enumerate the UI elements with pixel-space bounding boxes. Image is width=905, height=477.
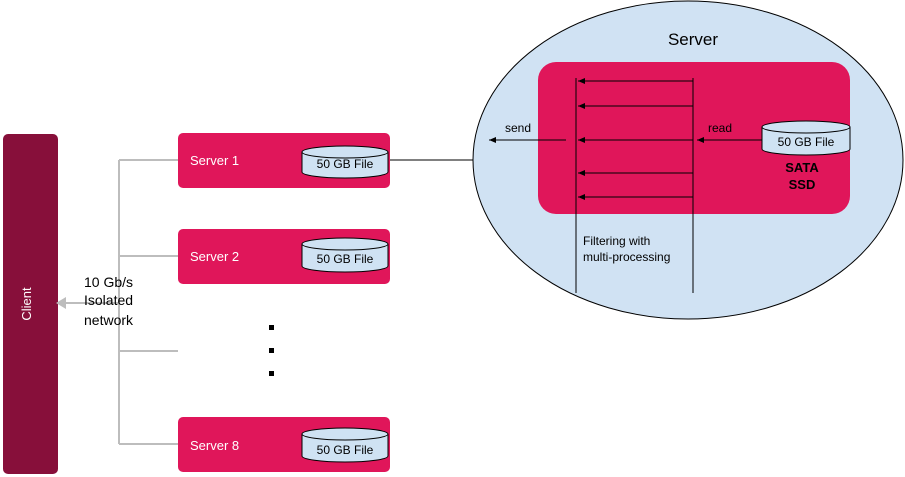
- client-label: Client: [19, 287, 34, 321]
- read-label: read: [708, 121, 732, 135]
- server-internals-box: [538, 62, 850, 214]
- server-node: Server 2 50 GB File: [178, 229, 390, 284]
- network-bus: [64, 159, 178, 445]
- client-box: [3, 134, 58, 474]
- network-label-line3: network: [84, 312, 134, 328]
- network-label-line1: 10 Gb/s: [84, 274, 133, 290]
- disk-icon: [301, 237, 389, 273]
- disk-icon: [301, 145, 389, 179]
- file-label: 50 GB File: [317, 443, 374, 457]
- server-node: Server 1 50 GB File: [178, 133, 390, 188]
- client-arrowhead: [56, 297, 66, 309]
- process-arrows: [578, 78, 693, 200]
- ssd-disk-icon: [761, 120, 851, 156]
- disk-icon: [301, 427, 389, 463]
- process-lines: [575, 78, 694, 293]
- server-label: Server 1: [190, 153, 239, 168]
- network-label-line2: Isolated: [84, 292, 133, 308]
- filtering-label-line2: multi-processing: [583, 250, 670, 264]
- ssd-type-line1: SATA: [785, 160, 819, 175]
- file-label: 50 GB File: [317, 252, 374, 266]
- server-label: Server 8: [190, 438, 239, 453]
- file-label: 50 GB File: [317, 157, 374, 171]
- server-detail-title: Server: [668, 30, 718, 49]
- filtering-label-line1: Filtering with: [583, 234, 650, 248]
- send-label: send: [505, 121, 531, 135]
- server-node: Server 8 50 GB File: [178, 417, 390, 472]
- server-label: Server 2: [190, 249, 239, 264]
- ssd-file-label: 50 GB File: [778, 135, 835, 149]
- ellipsis-dots: [269, 325, 274, 376]
- ssd-type-line2: SSD: [789, 177, 816, 192]
